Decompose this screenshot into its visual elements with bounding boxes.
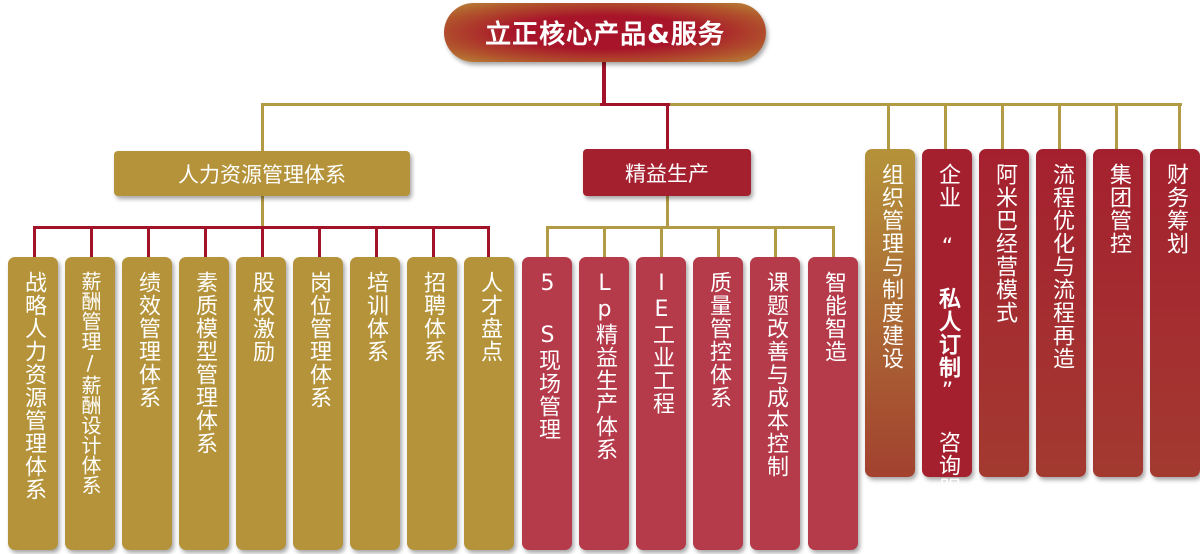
connector-hr-drop-1 xyxy=(33,226,36,257)
connector-top-bus-gold xyxy=(262,103,1182,106)
lean-item-5: 课题改善与成本控制 xyxy=(750,257,800,550)
connector-root-stem xyxy=(602,62,606,104)
connector-lean-drop-1 xyxy=(546,226,549,257)
lean-item-4: 质量管控体系 xyxy=(693,257,743,550)
connector-drop-other-1 xyxy=(887,103,890,149)
connector-hr-drop-7 xyxy=(375,226,378,257)
connector-drop-other-2 xyxy=(944,103,947,149)
service-item-3: 阿米巴经营模式 xyxy=(979,149,1029,477)
hr-item-1: 战略人力资源管理体系 xyxy=(8,257,58,550)
connector-lean-bus xyxy=(546,226,835,229)
lean-item-3: IE工业工程 xyxy=(636,257,686,550)
hr-item-label: 招聘体系 xyxy=(420,271,445,363)
hr-category-node: 人力资源管理体系 xyxy=(114,151,410,196)
connector-hr-drop-8 xyxy=(432,226,435,257)
hr-item-7: 培训体系 xyxy=(350,257,400,550)
connector-hr-drop-5 xyxy=(261,226,264,257)
hr-item-label: 素质模型管理体系 xyxy=(192,271,217,455)
connector-lean-drop-2 xyxy=(603,226,606,257)
connector-hr-drop-4 xyxy=(204,226,207,257)
service-item-label: 组织管理与制度建设 xyxy=(878,163,903,370)
connector-hr-drop-2 xyxy=(90,226,93,257)
hr-item-label: 人才盘点 xyxy=(477,271,502,363)
lean-item-2: Lp精益生产体系 xyxy=(579,257,629,550)
connector-lean-drop-5 xyxy=(774,226,777,257)
connector-hr-drop-6 xyxy=(318,226,321,257)
service-item-label: 财务筹划 xyxy=(1163,163,1188,255)
hr-category-label: 人力资源管理体系 xyxy=(178,162,346,187)
connector-drop-other-3 xyxy=(1001,103,1004,149)
service-item-label: 集团管控 xyxy=(1106,163,1131,255)
hr-item-8: 招聘体系 xyxy=(407,257,457,550)
lean-item-6: 智能智造 xyxy=(808,257,858,550)
hr-item-label: 岗位管理体系 xyxy=(306,271,331,409)
connector-lean-drop-6 xyxy=(832,226,835,257)
hr-item-2: 薪酬管理/薪酬设计体系 xyxy=(65,257,115,550)
service-item-1: 组织管理与制度建设 xyxy=(865,149,915,477)
connector-hr-drop-9 xyxy=(487,226,490,257)
lean-item-label: Lp精益生产体系 xyxy=(592,271,617,461)
lean-category-label: 精益生产 xyxy=(625,161,709,186)
hr-item-label: 股权激励 xyxy=(249,271,274,363)
lean-category-node: 精益生产 xyxy=(583,149,751,196)
lean-item-label: 课题改善与成本控制 xyxy=(763,271,788,478)
connector-hr-stem xyxy=(261,196,264,227)
connector-lean-drop-3 xyxy=(660,226,663,257)
hr-item-4: 素质模型管理体系 xyxy=(179,257,229,550)
root-label: 立正核心产品&服务 xyxy=(485,20,725,50)
hr-item-label: 培训体系 xyxy=(363,271,388,363)
service-item-5: 集团管控 xyxy=(1093,149,1143,477)
hr-item-6: 岗位管理体系 xyxy=(293,257,343,550)
hr-item-5: 股权激励 xyxy=(236,257,286,550)
hr-item-3: 绩效管理体系 xyxy=(122,257,172,550)
lean-item-label: IE工业工程 xyxy=(649,271,674,415)
connector-drop-hr xyxy=(261,103,264,151)
hr-item-label: 战略人力资源管理体系 xyxy=(21,271,46,501)
service-item-2: 企业 “ 私人订制” 咨询服务 xyxy=(922,149,972,523)
service-item-label: 流程优化与流程再造 xyxy=(1049,163,1074,370)
connector-top-bus-red xyxy=(600,103,670,106)
lean-item-label: 5 S现场管理 xyxy=(535,271,560,441)
connector-lean-drop-4 xyxy=(717,226,720,257)
connector-drop-lean xyxy=(666,103,669,149)
service-item-label: 企业 “ 私人订制” 咨询服务 xyxy=(935,163,960,523)
service-item-label-post: ” 咨询服务 xyxy=(935,379,960,523)
service-item-label: 阿米巴经营模式 xyxy=(992,163,1017,324)
root-node: 立正核心产品&服务 xyxy=(444,3,766,62)
lean-item-1: 5 S现场管理 xyxy=(522,257,572,550)
lean-item-label: 智能智造 xyxy=(821,271,846,363)
connector-drop-other-4 xyxy=(1058,103,1061,149)
hr-item-label: 薪酬管理/薪酬设计体系 xyxy=(78,271,102,495)
hr-item-9: 人才盘点 xyxy=(464,257,514,550)
service-item-label-pre: 企业 “ xyxy=(935,163,960,287)
lean-item-label: 质量管控体系 xyxy=(706,271,731,409)
connector-hr-drop-3 xyxy=(147,226,150,257)
service-item-4: 流程优化与流程再造 xyxy=(1036,149,1086,477)
connector-drop-other-5 xyxy=(1115,103,1118,149)
service-item-6: 财务筹划 xyxy=(1150,149,1200,477)
service-item-label-bold: 私人订制 xyxy=(935,287,960,379)
connector-lean-stem xyxy=(666,196,669,227)
connector-drop-other-6 xyxy=(1178,103,1181,149)
hr-item-label: 绩效管理体系 xyxy=(135,271,160,409)
